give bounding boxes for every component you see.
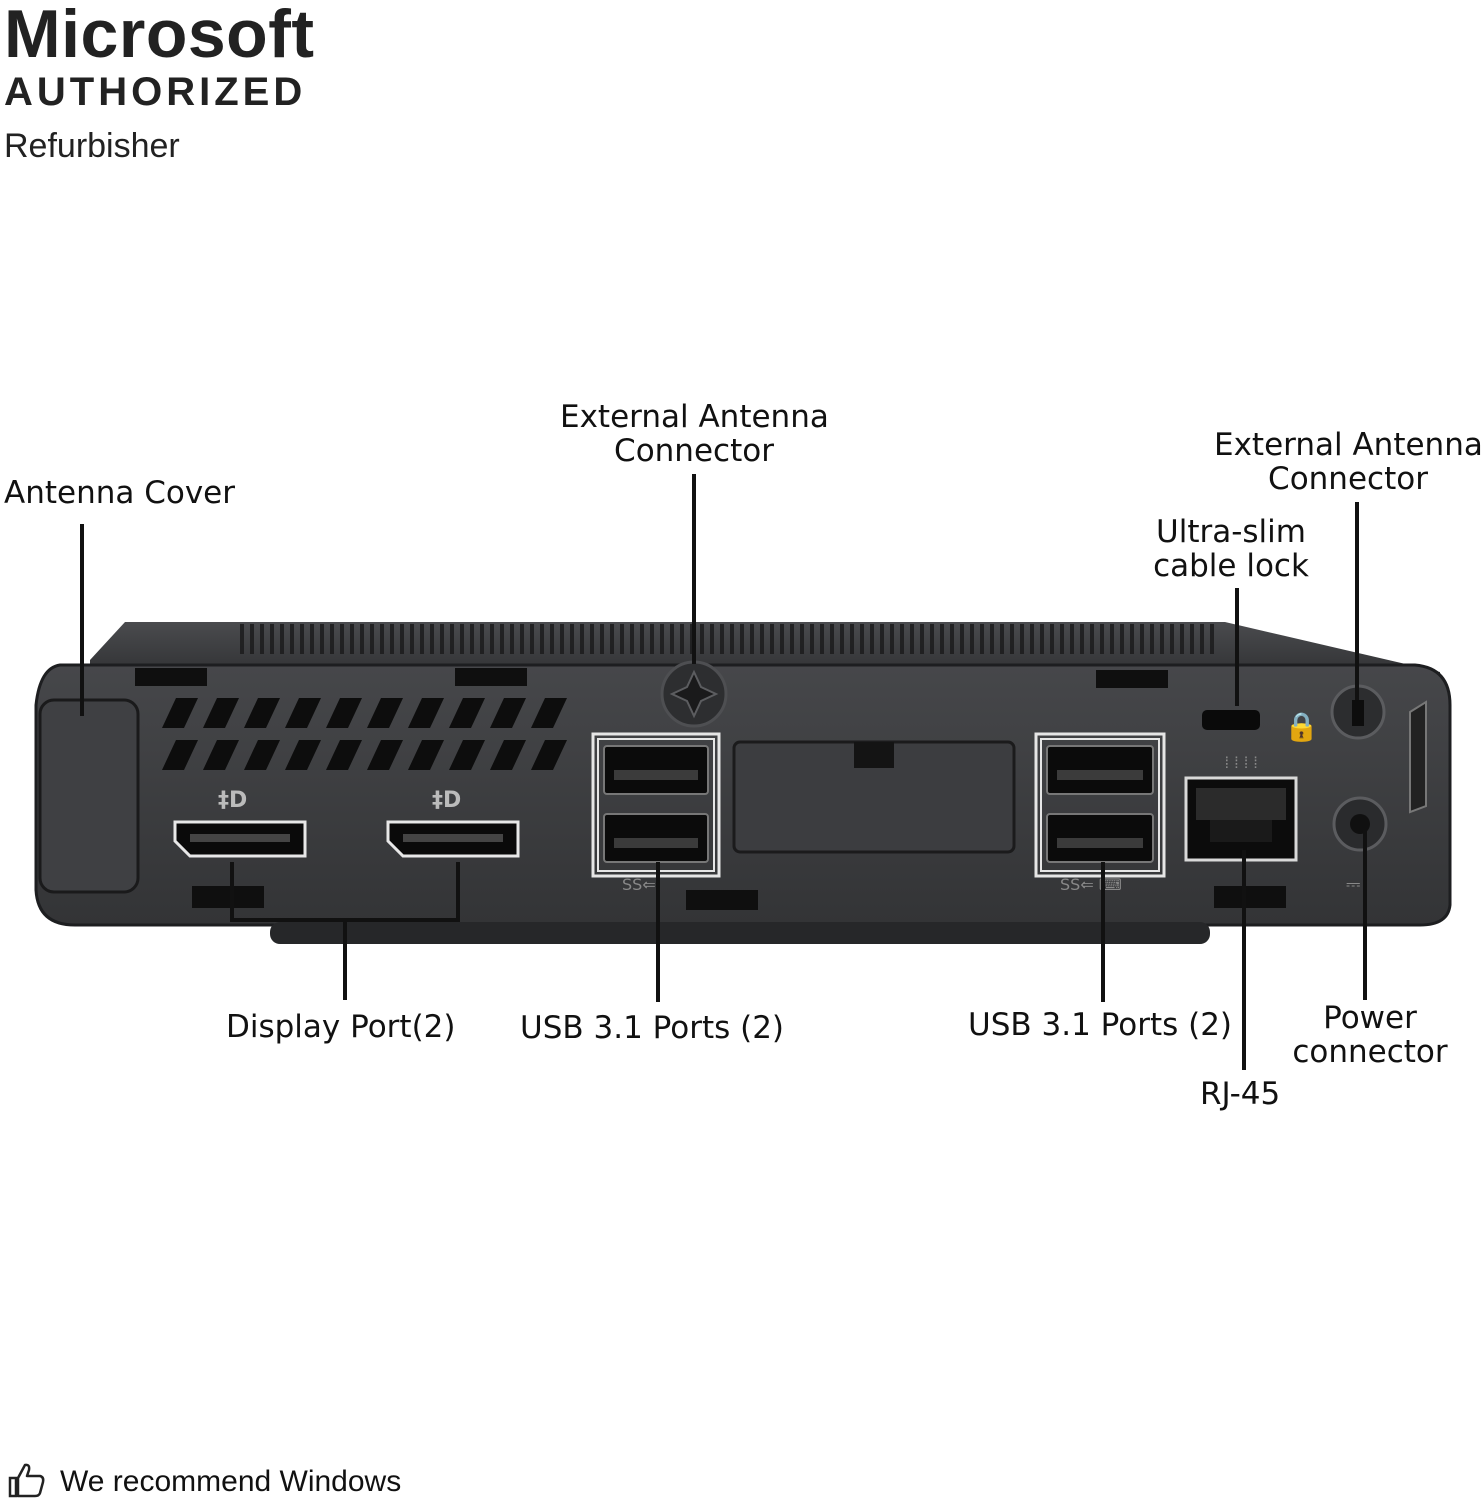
chassis-tab — [455, 668, 527, 686]
vent-slot — [203, 698, 239, 728]
vent-slot — [531, 740, 567, 770]
chassis-slot — [1214, 886, 1286, 908]
vent-slot — [203, 740, 239, 770]
vent-slot — [326, 698, 362, 728]
vent-slot — [408, 698, 444, 728]
vent-slot — [162, 740, 198, 770]
label-ext-antenna-right-line2: Connector — [1268, 461, 1428, 497]
svg-text:🔒: 🔒 — [1284, 710, 1319, 743]
rj45-port: ⁞⁞⁞⁞ — [1184, 753, 1298, 862]
label-cable-lock-line1: Ultra-slim — [1156, 514, 1306, 550]
badge-microsoft: Microsoft — [4, 0, 315, 72]
label-ext-antenna-center: External Antenna Connector — [560, 399, 829, 469]
label-display-port: Display Port(2) — [226, 1009, 456, 1045]
label-cable-lock: Ultra-slim cable lock — [1146, 515, 1316, 583]
vent-slot — [244, 740, 280, 770]
label-usb-right: USB 3.1 Ports (2) — [968, 1007, 1233, 1043]
callout-display-port — [230, 862, 460, 1000]
vent-slot — [531, 698, 567, 728]
callout-lines — [80, 474, 1367, 1070]
vent-slot — [449, 740, 485, 770]
vent-slot — [162, 698, 198, 728]
vent-slot — [285, 698, 321, 728]
center-antenna-connector — [660, 660, 728, 728]
svg-text:‡D: ‡D — [432, 788, 461, 813]
label-ext-antenna-center-line1: External Antenna — [560, 399, 829, 435]
svg-text:SS⇐ ⌨: SS⇐ ⌨ — [1060, 875, 1122, 894]
antenna-cover — [38, 698, 140, 894]
badge-authorized: AUTHORIZED — [4, 70, 307, 114]
badge-refurbisher: Refurbisher — [4, 127, 180, 165]
chassis-slot — [686, 890, 758, 910]
label-rj45: RJ-45 — [1200, 1076, 1281, 1112]
svg-text:‡D: ‡D — [218, 788, 247, 813]
displayport-2: ‡D — [386, 788, 520, 858]
svg-text:⎓: ⎓ — [1346, 874, 1360, 895]
thumbs-up-icon — [6, 1460, 46, 1504]
chassis-slot — [192, 886, 264, 908]
vent-slot — [490, 740, 526, 770]
chassis-tab — [135, 668, 207, 686]
svg-text:SS⇐: SS⇐ — [622, 875, 656, 894]
label-ext-antenna-right: External Antenna Connector — [1214, 427, 1483, 497]
label-antenna-cover: Antenna Cover — [4, 475, 236, 511]
usb-stack-right: SS⇐ ⌨ — [1034, 732, 1166, 894]
vent-slot — [449, 698, 485, 728]
displayport-1: ‡D — [173, 788, 307, 858]
chassis-tab — [1096, 670, 1168, 688]
label-power-connector: Power connector — [1288, 1001, 1452, 1069]
vent-slot — [367, 740, 403, 770]
footer-text: We recommend Windows — [60, 1465, 402, 1498]
cable-lock-slot: 🔒 — [1202, 710, 1319, 743]
svg-text:⁞⁞⁞⁞: ⁞⁞⁞⁞ — [1222, 753, 1260, 772]
label-usb-left: USB 3.1 Ports (2) — [520, 1010, 785, 1046]
expansion-cover-plate — [732, 740, 1016, 854]
power-connector: ⎓ — [1332, 796, 1388, 895]
label-ext-antenna-center-line2: Connector — [614, 433, 774, 469]
label-power-line2: connector — [1292, 1034, 1448, 1070]
side-vents — [162, 698, 567, 770]
side-latch — [1409, 700, 1427, 814]
vent-slot — [244, 698, 280, 728]
vent-slot — [408, 740, 444, 770]
microsoft-authorized-badge: Microsoft AUTHORIZED Refurbisher — [4, 0, 315, 166]
vent-slot — [367, 698, 403, 728]
label-power-line1: Power — [1323, 1000, 1417, 1036]
footer-recommendation: We recommend Windows — [6, 1460, 401, 1504]
top-vent-grille — [240, 624, 1220, 654]
vent-slot — [326, 740, 362, 770]
label-cable-lock-line2: cable lock — [1153, 548, 1309, 584]
vent-slot — [490, 698, 526, 728]
vent-slot — [285, 740, 321, 770]
chassis-foot — [270, 922, 1210, 944]
label-ext-antenna-right-line1: External Antenna — [1214, 427, 1483, 463]
